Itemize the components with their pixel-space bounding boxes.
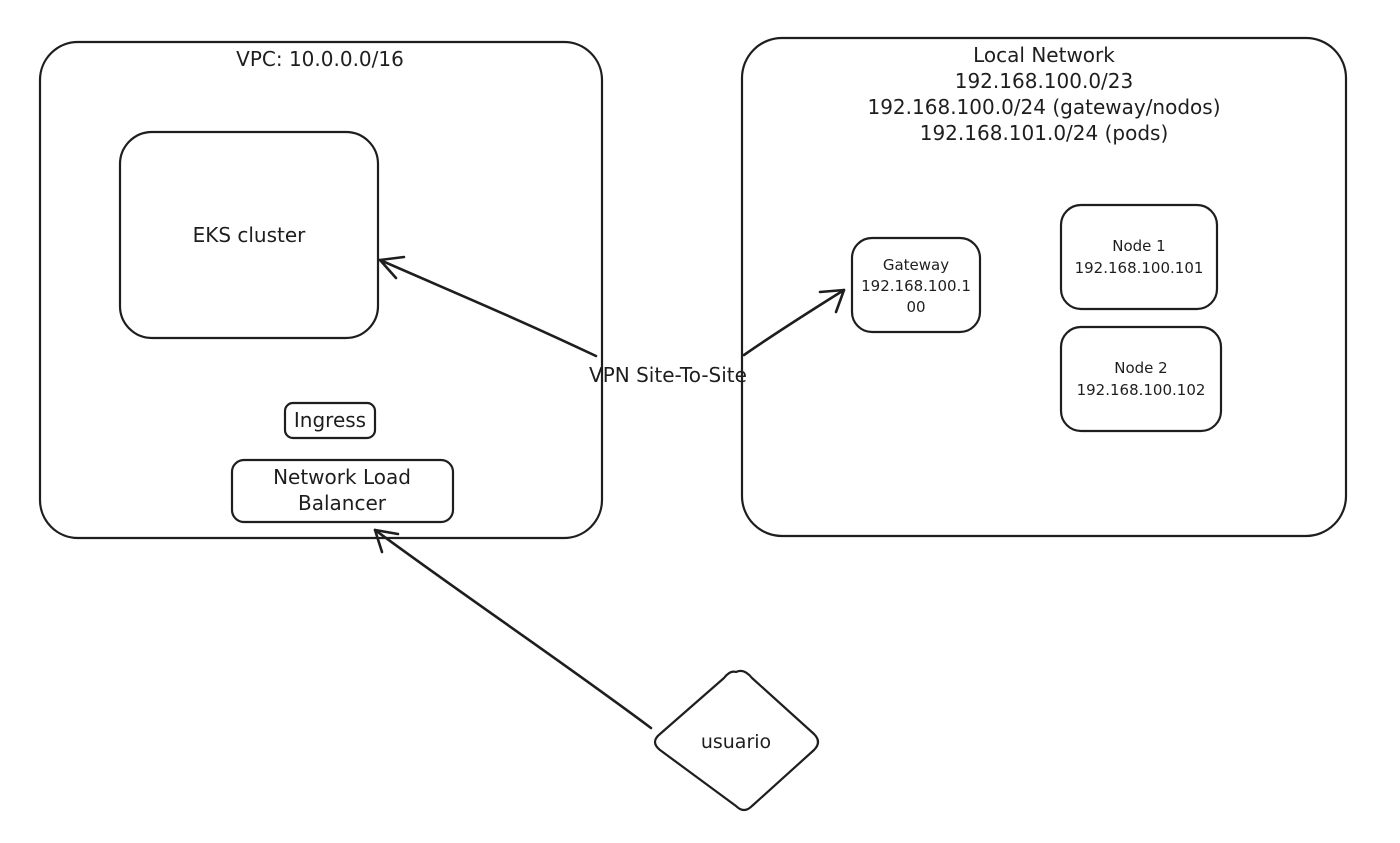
node-2-ip: 192.168.100.102 xyxy=(1077,381,1206,399)
node-1-ip: 192.168.100.101 xyxy=(1075,259,1204,277)
node-2-name: Node 2 xyxy=(1114,359,1167,377)
user-label: usuario xyxy=(701,731,771,753)
gateway-ip-line1: 192.168.100.1 xyxy=(861,277,971,295)
nlb-label-line2: Balancer xyxy=(298,491,387,515)
nlb-label-line1: Network Load xyxy=(273,465,411,489)
gateway-ip-line2: 00 xyxy=(906,298,925,316)
ingress-box[interactable]: Ingress xyxy=(283,401,377,440)
local-network-subnet-gateway: 192.168.100.0/24 (gateway/nodos) xyxy=(867,95,1220,119)
local-network-cidr: 192.168.100.0/23 xyxy=(955,69,1134,93)
local-network-title: Local Network xyxy=(973,43,1115,67)
local-network-container[interactable]: Local Network 192.168.100.0/23 192.168.1… xyxy=(740,36,1348,538)
vpc-container[interactable]: VPC: 10.0.0.0/16 xyxy=(38,40,604,540)
gateway-box[interactable]: Gateway 192.168.100.1 00 xyxy=(850,236,982,334)
arrow-vpn-to-eks xyxy=(378,255,598,358)
ingress-label: Ingress xyxy=(294,408,366,432)
eks-cluster-label: EKS cluster xyxy=(193,223,307,247)
eks-cluster-box[interactable]: EKS cluster xyxy=(118,130,380,340)
arrow-user-to-nlb xyxy=(373,528,653,730)
node-1-box[interactable]: Node 1 192.168.100.101 xyxy=(1059,203,1219,311)
arrow-vpn-to-gateway xyxy=(742,288,846,357)
vpc-title: VPC: 10.0.0.0/16 xyxy=(236,47,404,71)
gateway-name: Gateway xyxy=(883,256,949,274)
network-load-balancer-box[interactable]: Network Load Balancer xyxy=(230,458,455,524)
local-network-subnet-pods: 192.168.101.0/24 (pods) xyxy=(920,121,1169,145)
node-1-name: Node 1 xyxy=(1112,237,1165,255)
user-diamond[interactable]: usuario xyxy=(653,669,820,812)
node-2-box[interactable]: Node 2 192.168.100.102 xyxy=(1059,325,1223,433)
vpn-site-to-site-label: VPN Site-To-Site xyxy=(589,363,747,387)
